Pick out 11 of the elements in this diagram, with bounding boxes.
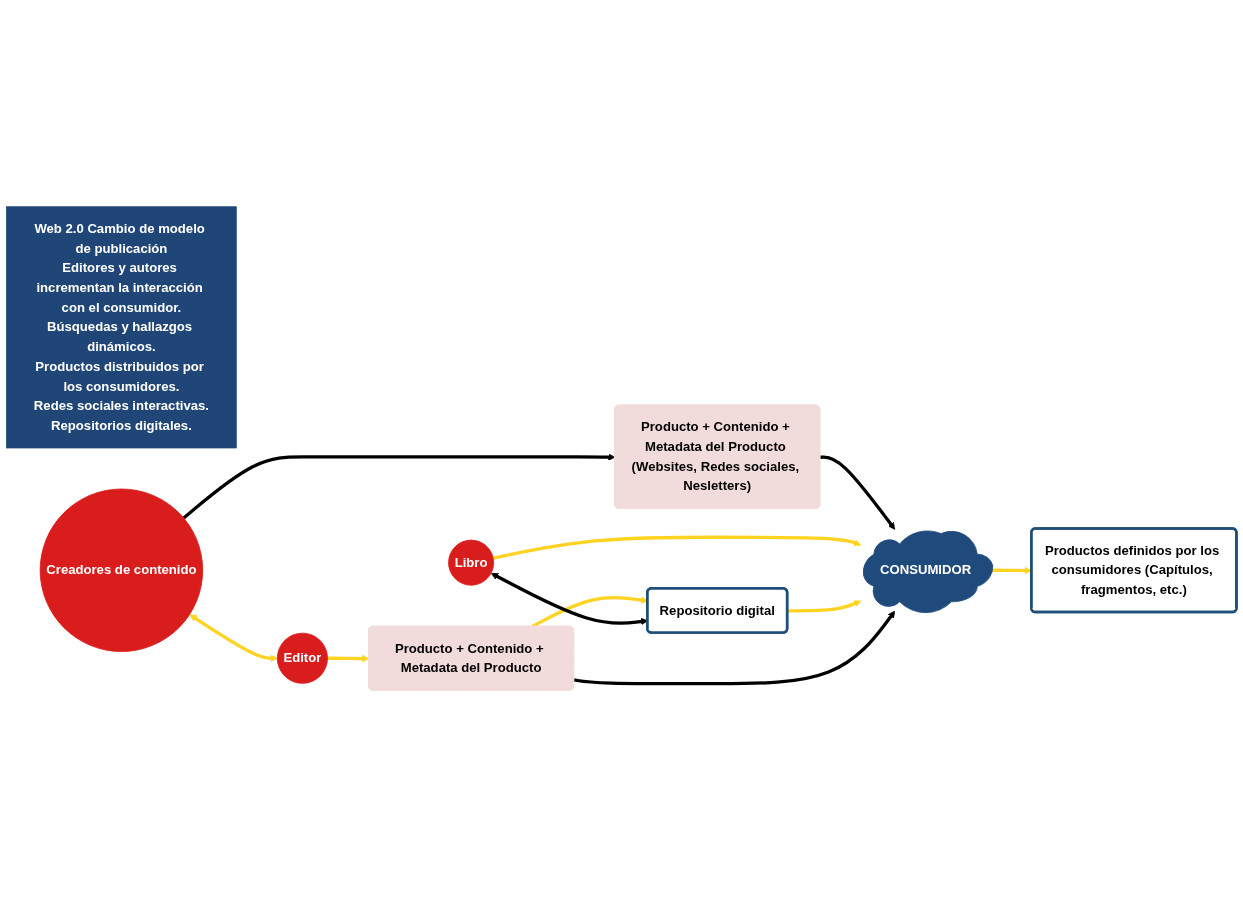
arrow xyxy=(189,614,278,662)
arrow xyxy=(327,654,370,663)
arrow xyxy=(492,535,862,560)
node-box: Web 2.0 Cambio de modelo de publicación Editores y autores incrementan la interacción con el consumidor. Búsquedas y hallazgos dinámicos. Productos distribuidos por los consumidores. Redes sociales interactivas. Repositorios digitales. xyxy=(6,206,237,449)
node-circle: Creadores de contenido xyxy=(39,488,204,652)
arrow xyxy=(820,455,896,530)
arrow xyxy=(787,600,862,613)
arrow xyxy=(573,610,896,686)
arrow xyxy=(182,453,616,520)
node-circle: Editor xyxy=(276,632,328,684)
node-circle: Libro xyxy=(448,539,495,586)
